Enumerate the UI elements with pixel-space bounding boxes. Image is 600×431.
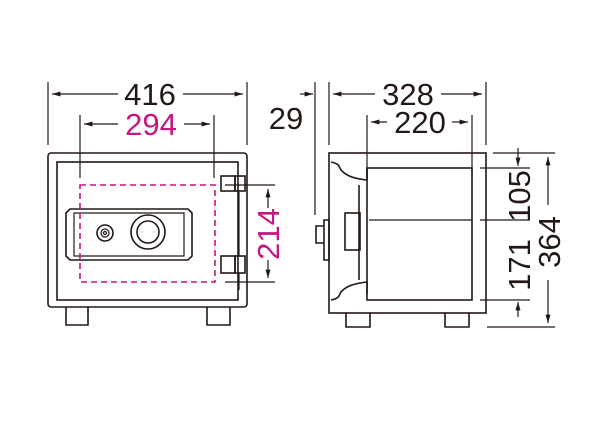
key-lock-icon bbox=[96, 224, 114, 242]
hinges bbox=[220, 175, 246, 290]
front-view: 416 294 214 bbox=[47, 77, 286, 326]
shelf-top-label: 105 bbox=[502, 170, 537, 222]
side-view: 29 328 220 105 171 364 bbox=[269, 77, 567, 328]
interior-outline bbox=[79, 184, 216, 283]
height-label: 364 bbox=[532, 216, 567, 268]
shelf-bottom-label: 171 bbox=[502, 239, 537, 291]
handle-depth-label: 29 bbox=[269, 101, 303, 136]
depth-label: 328 bbox=[382, 77, 434, 112]
width-label: 416 bbox=[124, 77, 176, 112]
interior-width-label: 294 bbox=[125, 107, 177, 142]
interior-depth-label: 220 bbox=[394, 105, 446, 140]
interior-height-label: 214 bbox=[251, 208, 286, 260]
dial-side-icon bbox=[315, 219, 330, 261]
dial-icon bbox=[130, 214, 166, 250]
handle-panel bbox=[65, 208, 193, 261]
